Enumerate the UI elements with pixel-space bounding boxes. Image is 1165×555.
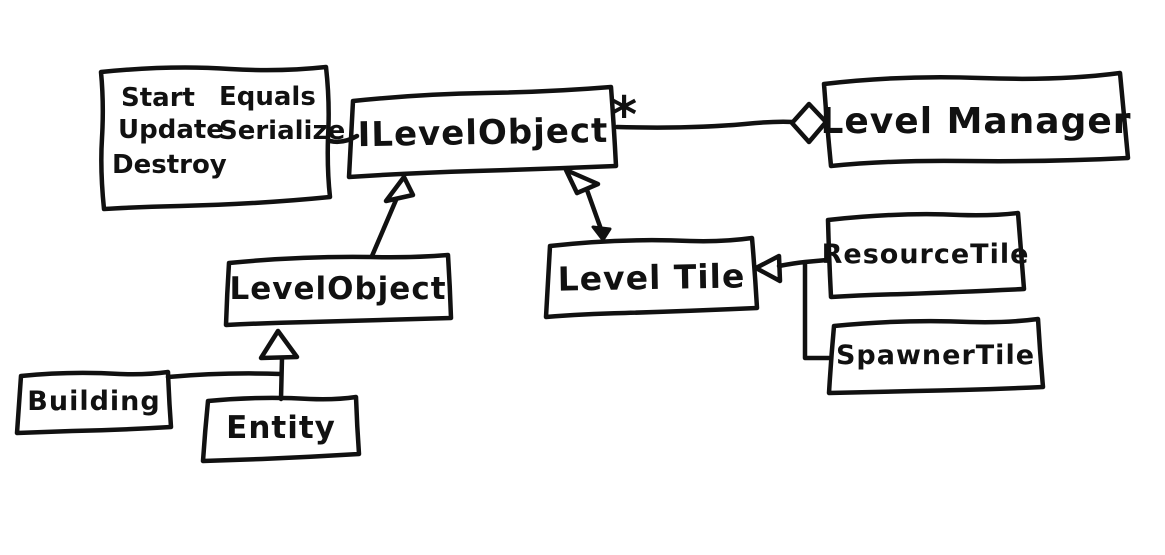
levelmanager-label: Level Manager <box>820 100 1132 142</box>
note-item-serialize: Serialize <box>219 116 346 146</box>
levelmanager-box-outline <box>821 70 1131 169</box>
realization-leveltile-triangle <box>563 167 601 196</box>
generalization-entity-triangle <box>258 328 300 361</box>
generalization-entity-line <box>278 355 285 402</box>
note-item-start: Start <box>121 83 195 113</box>
multiplicity-star: * <box>611 86 638 144</box>
building-box-outline <box>14 369 174 436</box>
ilevelobject-box-outline <box>346 84 619 180</box>
aggregation-line <box>614 119 796 130</box>
leveltile-label: Level Tile <box>557 256 746 299</box>
entity-label: Entity <box>226 410 336 446</box>
entity-box-outline <box>200 394 362 464</box>
ilevelobject-label: ILevelObject <box>357 110 609 156</box>
realization-levelobject-line <box>369 197 399 259</box>
note-item-update: Update <box>118 115 224 145</box>
spawnertile-label: SpawnerTile <box>835 340 1036 371</box>
realization-leveltile-tail-arrowhead <box>591 225 612 242</box>
building-connector-line <box>165 371 284 380</box>
levelobject-label: LevelObject <box>229 271 447 307</box>
building-label: Building <box>27 386 161 417</box>
note-item-equals: Equals <box>219 82 316 112</box>
note-link-line <box>327 133 360 145</box>
tiles-connector-lines <box>776 257 832 361</box>
realization-levelobject-triangle <box>383 174 416 204</box>
spawnertile-box-outline <box>826 316 1046 396</box>
realization-leveltile-line <box>584 187 605 235</box>
generalization-tiles-triangle <box>753 253 783 284</box>
note-item-destroy: Destroy <box>112 150 227 180</box>
interface-note-box-outline <box>98 64 333 212</box>
levelobject-box-outline <box>223 252 454 328</box>
leveltile-box-outline <box>543 235 760 320</box>
resourcetile-label: ResourceTile <box>821 239 1030 270</box>
resourcetile-box-outline <box>825 210 1027 300</box>
